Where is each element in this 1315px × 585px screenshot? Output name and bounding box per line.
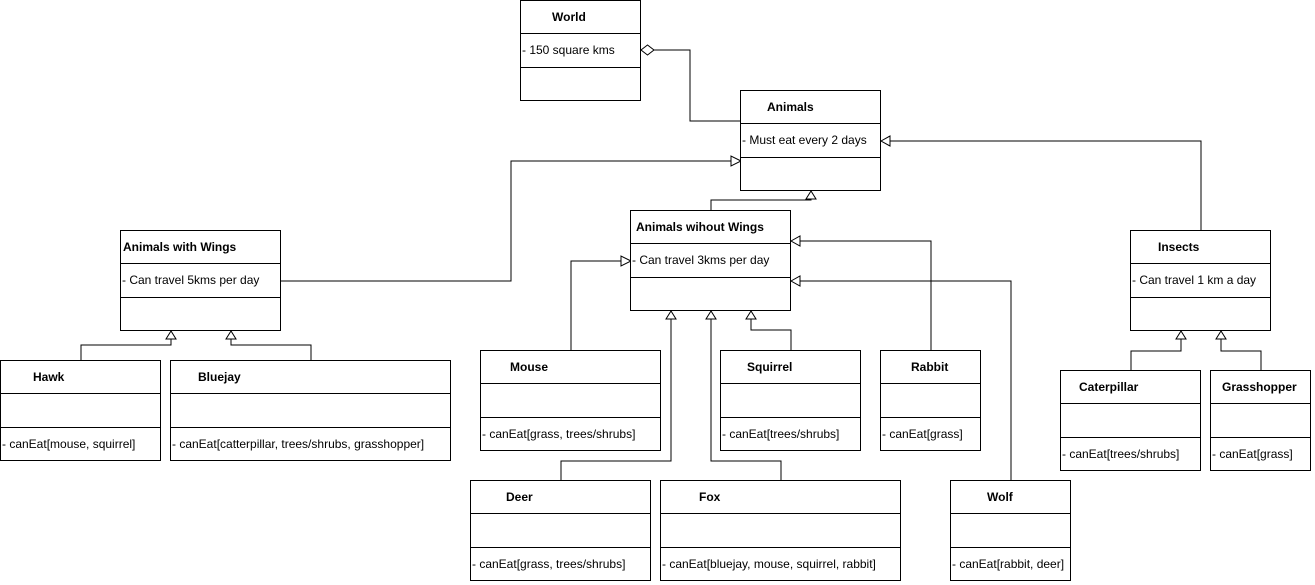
class-name: Bluejay (198, 370, 241, 385)
class-name: Grasshopper (1222, 380, 1297, 395)
connector-world-animals[interactable] (654, 49, 741, 122)
class-attribute (171, 393, 450, 426)
class-bluejay[interactable]: Bluejay - canEat[catterpillar, trees/shr… (170, 360, 451, 461)
class-methods: - canEat[catterpillar, trees/shrubs, gra… (171, 426, 450, 460)
class-methods (1131, 296, 1270, 330)
connector-insects-animals[interactable] (890, 140, 1202, 231)
class-attribute (721, 383, 860, 416)
generalization-arrowhead (165, 330, 177, 340)
class-name: Mouse (510, 360, 549, 375)
class-rabbit[interactable]: Rabbit - canEat[grass] (880, 350, 981, 451)
generalization-arrowhead (1175, 330, 1187, 340)
class-methods: - canEat[grass, trees/shrubs] (481, 416, 660, 450)
class-caterpillar[interactable]: Caterpillar - canEat[trees/shrubs] (1060, 370, 1201, 471)
class-name: Animals (767, 100, 814, 115)
class-methods (741, 156, 880, 190)
class-methods: - canEat[bluejay, mouse, squirrel, rabbi… (661, 546, 900, 580)
class-name: Hawk (33, 370, 65, 385)
class-attribute (481, 383, 660, 416)
class-methods (631, 276, 790, 310)
class-attribute (1061, 403, 1200, 436)
class-name: Animals wihout Wings (636, 220, 764, 235)
class-squirrel[interactable]: Squirrel - canEat[trees/shrubs] (720, 350, 861, 451)
generalization-arrowhead (805, 190, 817, 200)
class-methods: - canEat[trees/shrubs] (1061, 436, 1200, 470)
class-name: Wolf (987, 490, 1013, 505)
class-name: Insects (1158, 240, 1200, 255)
class-fox[interactable]: Fox - canEat[bluejay, mouse, squirrel, r… (660, 480, 901, 581)
class-methods: - canEat[grass] (881, 416, 980, 450)
connector-caterpillar-insects[interactable] (1130, 339, 1182, 371)
connector-squirrel-nowings[interactable] (750, 319, 792, 351)
connector-fox-nowings[interactable] (710, 319, 782, 481)
class-animals-without-wings[interactable]: Animals wihout Wings - Can travel 3kms p… (630, 210, 791, 311)
class-deer[interactable]: Deer - canEat[grass, trees/shrubs] (470, 480, 651, 581)
class-name: World (552, 10, 586, 25)
connector-mouse-nowings[interactable] (570, 260, 621, 351)
connector-grasshopper-insects[interactable] (1220, 339, 1262, 371)
generalization-arrowhead (705, 310, 717, 320)
class-attribute (1211, 403, 1310, 436)
class-attribute: - Must eat every 2 days (741, 123, 880, 156)
class-name: Caterpillar (1079, 380, 1139, 395)
generalization-arrowhead (789, 275, 801, 287)
generalization-arrowhead (730, 155, 743, 167)
generalization-arrowhead (225, 330, 237, 340)
connector-bluejay-wings[interactable] (230, 339, 312, 361)
class-name: Fox (699, 490, 721, 505)
class-methods: - canEat[grass, trees/shrubs] (471, 546, 650, 580)
class-mouse[interactable]: Mouse - canEat[grass, trees/shrubs] (480, 350, 661, 451)
class-name: Rabbit (911, 360, 949, 375)
class-attribute: - Can travel 1 km a day (1131, 263, 1270, 296)
class-attribute: - 150 square kms (521, 33, 640, 66)
class-hawk[interactable]: Hawk - canEat[mouse, squirrel] (0, 360, 161, 461)
class-animals-with-wings[interactable]: Animals with Wings - Can travel 5kms per… (120, 230, 281, 331)
class-insects[interactable]: Insects - Can travel 1 km a day (1130, 230, 1271, 331)
connector-rabbit-nowings[interactable] (800, 240, 932, 351)
generalization-arrowhead (789, 235, 801, 247)
class-methods: - canEat[grass] (1211, 436, 1310, 470)
connector-wolf-nowings[interactable] (800, 280, 1012, 481)
class-methods: - canEat[mouse, squirrel] (1, 426, 160, 460)
generalization-arrowhead (1215, 330, 1227, 340)
class-name: Deer (506, 490, 533, 505)
generalization-arrowhead (745, 310, 757, 320)
generalization-arrowhead (665, 310, 677, 320)
class-attribute (661, 513, 900, 546)
class-attribute (1, 393, 160, 426)
class-methods (521, 66, 640, 100)
class-methods: - canEat[trees/shrubs] (721, 416, 860, 450)
class-world[interactable]: World - 150 square kms (520, 0, 641, 101)
class-attribute: - Can travel 5kms per day (121, 263, 280, 296)
generalization-arrowhead (879, 135, 891, 147)
class-name: Squirrel (747, 360, 793, 375)
class-name: Animals with Wings (123, 240, 237, 255)
connector-deer-nowings[interactable] (560, 319, 672, 481)
class-attribute (951, 513, 1070, 546)
generalization-arrowhead (620, 255, 633, 267)
aggregation-diamond (640, 44, 655, 56)
class-methods: - canEat[rabbit, deer] (951, 546, 1070, 580)
connector-hawk-wings[interactable] (80, 339, 172, 361)
class-wolf[interactable]: Wolf - canEat[rabbit, deer] (950, 480, 1071, 581)
class-animals[interactable]: Animals - Must eat every 2 days (740, 90, 881, 191)
connector-wings-animals[interactable] (281, 160, 731, 282)
class-attribute: - Can travel 3kms per day (631, 243, 790, 276)
class-methods (121, 296, 280, 330)
class-attribute (471, 513, 650, 546)
class-grasshopper[interactable]: Grasshopper - canEat[grass] (1210, 370, 1311, 471)
class-attribute (881, 383, 980, 416)
